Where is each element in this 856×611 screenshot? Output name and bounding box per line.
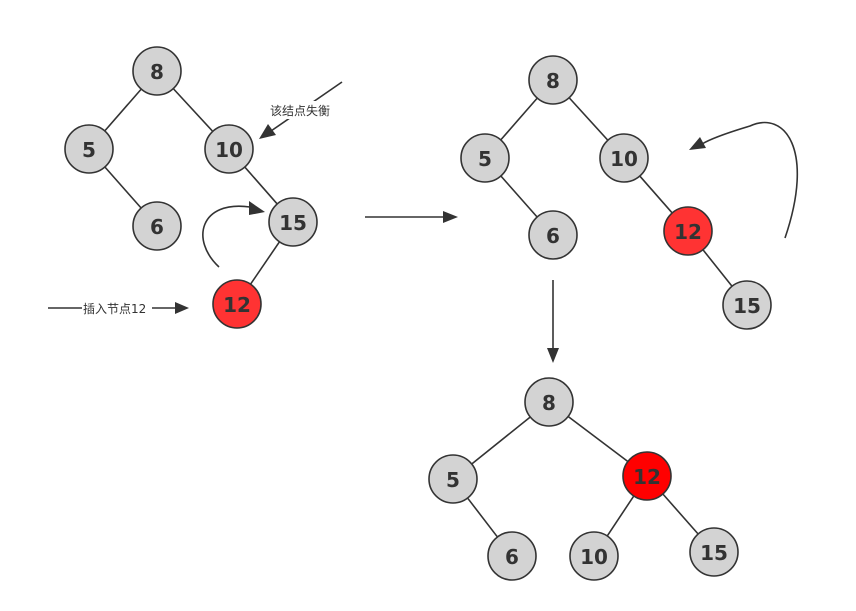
tree-node: 15 [689,527,739,577]
unbalanced-node-label: 该结点失衡 [270,103,330,118]
tree-node: 8 [132,46,182,96]
tree-edge [249,241,281,285]
node-circle [528,55,578,105]
tree-node: 6 [132,201,182,251]
rotation-curve-arrowhead-right [689,137,706,150]
node-label: 12 [633,465,661,489]
tree-node: 15 [268,197,318,247]
node-label: 5 [82,138,96,162]
insert-arrowhead [175,302,189,314]
node-circle [487,531,537,581]
node-label: 15 [733,294,761,318]
tree-node: 10 [599,133,649,183]
tree-edge [702,249,733,287]
node-label: 6 [150,215,164,239]
node-label: 15 [279,211,307,235]
node-circle [460,133,510,183]
node-circle [528,210,578,260]
node-label: 5 [446,468,460,492]
tree-edge [567,415,629,463]
node-label: 12 [674,220,702,244]
tree-node: 5 [428,454,478,504]
node-label: 10 [580,545,608,569]
tree-edge [466,497,499,538]
annotations-layer: 该结点失衡 插入节点12 [82,101,336,317]
node-label: 8 [546,69,560,93]
unbalanced-label-bg [268,101,336,119]
node-label: 15 [700,541,728,565]
tree-node: 6 [487,531,537,581]
tree-edge [104,88,142,132]
node-label: 6 [546,224,560,248]
node-label: 12 [223,293,251,317]
tree-edge [606,495,635,537]
tree-node: 8 [528,55,578,105]
tree-edge [244,166,278,205]
tree-edge [471,416,531,465]
node-circle [689,527,739,577]
node-label: 6 [505,545,519,569]
node-label: 10 [610,147,638,171]
node-circle [212,279,262,329]
tree-edge [639,175,673,214]
arrows-layer [48,81,799,363]
unbalanced-pointer-arrowhead [259,124,276,139]
insert-node-label: 插入节点12 [83,302,146,316]
tree-node: 15 [722,280,772,330]
tree-edge [662,493,699,535]
node-circle [428,454,478,504]
tree-node: 12 [212,279,262,329]
step-arrowhead-right [443,211,458,223]
rotation-curve-arrow-right [701,121,799,239]
tree-node: 6 [528,210,578,260]
node-circle [569,531,619,581]
node-circle [663,206,713,256]
node-label: 8 [150,60,164,84]
tree-node: 12 [622,451,672,501]
tree-node: 5 [460,133,510,183]
rotation-curve-arrowhead-left [249,201,265,215]
insert-label-bg [82,300,152,317]
tree-node: 5 [64,124,114,174]
node-circle [204,124,254,174]
tree-node: 12 [663,206,713,256]
node-label: 8 [542,391,556,415]
tree-edge [172,88,214,132]
tree-edge [500,97,538,141]
rotation-curve-arrow-left [202,205,251,268]
edges-layer [104,88,733,538]
node-circle [622,451,672,501]
step-arrowhead-down [547,348,559,363]
tree-node: 10 [569,531,619,581]
node-circle [132,201,182,251]
node-circle [722,280,772,330]
node-label: 5 [478,147,492,171]
node-circle [64,124,114,174]
node-circle [599,133,649,183]
nodes-layer: 8 5 10 6 15 12 8 5 10 6 12 15 8 5 12 6 10 15 [64,46,772,581]
tree-edge [500,175,538,218]
tree-edge [568,97,609,141]
tree-edge [104,166,142,209]
node-circle [132,46,182,96]
tree-node: 10 [204,124,254,174]
node-circle [524,377,574,427]
node-circle [268,197,318,247]
tree-node: 8 [524,377,574,427]
node-label: 10 [215,138,243,162]
